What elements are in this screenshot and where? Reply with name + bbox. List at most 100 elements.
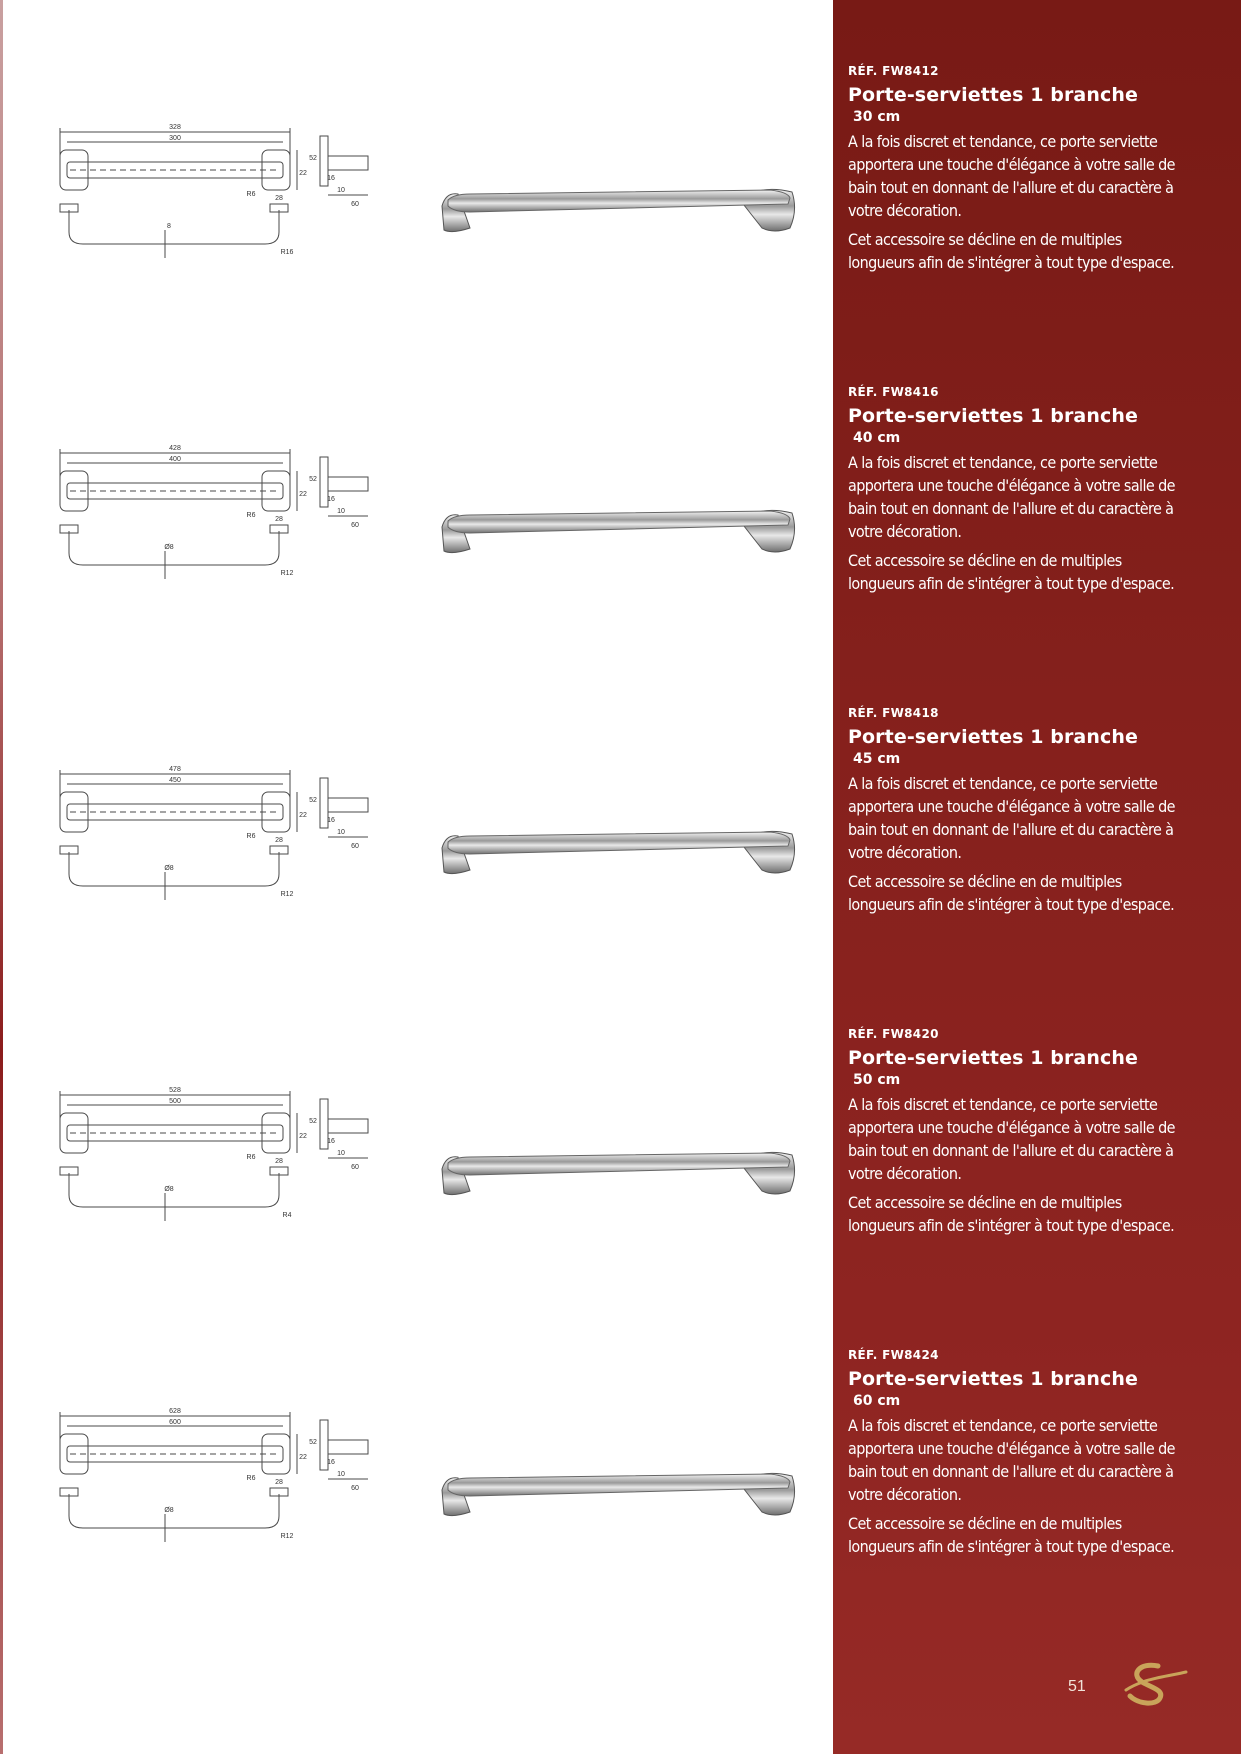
product-description-paragraph: A la fois discret et tendance, ce porte … — [848, 774, 1175, 862]
photo-bar — [447, 1152, 791, 1176]
dimension-label: 10 — [337, 508, 345, 515]
dimension-label: R12 — [281, 570, 294, 577]
post-left — [59, 845, 79, 855]
side-arm — [327, 155, 369, 171]
dimension-label: R4 — [283, 1212, 292, 1219]
photo-bar — [447, 189, 791, 213]
dimension-label: R12 — [281, 891, 294, 898]
post-left — [59, 1487, 79, 1497]
product-description-paragraph: A la fois discret et tendance, ce porte … — [848, 132, 1175, 220]
dimension-label: Ø8 — [164, 1186, 173, 1193]
post-left — [59, 1166, 79, 1176]
page-number: 51 — [1068, 1678, 1086, 1695]
dimension-label: 60 — [351, 1164, 359, 1171]
dimension-label: 52 — [309, 797, 317, 804]
red-sidebar — [833, 0, 1241, 1754]
bracket-left — [59, 149, 89, 191]
product-title: Porte-serviettes 1 branche — [848, 1368, 1138, 1390]
dimension-label: 52 — [309, 1118, 317, 1125]
dimension-label: 22 — [299, 1454, 307, 1461]
side-arm — [327, 1118, 369, 1134]
dimension-label: R12 — [281, 1533, 294, 1540]
post-right — [269, 845, 289, 855]
dimension-label: 500 — [169, 1098, 181, 1105]
product-reference: RÉF. FW8418 — [848, 706, 939, 720]
photo-bar — [447, 831, 791, 855]
towel-bar-top — [68, 1494, 280, 1529]
dimension-label: R6 — [247, 1475, 256, 1482]
product-size: 45 cm — [853, 751, 901, 767]
side-arm — [327, 797, 369, 813]
dimension-label: R6 — [247, 191, 256, 198]
dimension-label: 52 — [309, 1439, 317, 1446]
product-reference: RÉF. FW8416 — [848, 385, 939, 399]
dimension-label: 478 — [169, 766, 181, 773]
dimension-label: 60 — [351, 1485, 359, 1492]
dimension-label: 28 — [275, 1158, 283, 1165]
dimension-label: 60 — [351, 201, 359, 208]
dimension-label: 328 — [169, 124, 181, 131]
dimension-label: 16 — [327, 1138, 335, 1145]
dimension-label: 22 — [299, 491, 307, 498]
photo-bar — [447, 1473, 791, 1497]
product-description-paragraph: A la fois discret et tendance, ce porte … — [848, 1095, 1175, 1183]
dimension-label: 16 — [327, 817, 335, 824]
post-right — [269, 203, 289, 213]
post-left — [59, 203, 79, 213]
product-description-paragraph: A la fois discret et tendance, ce porte … — [848, 1416, 1175, 1504]
product-reference: RÉF. FW8420 — [848, 1027, 939, 1041]
photo-bar — [447, 510, 791, 534]
product-title: Porte-serviettes 1 branche — [848, 84, 1138, 106]
dimension-label: 10 — [337, 1471, 345, 1478]
dimension-label: 60 — [351, 843, 359, 850]
dimension-label: Ø8 — [164, 865, 173, 872]
product-title: Porte-serviettes 1 branche — [848, 405, 1138, 427]
dimension-label: 600 — [169, 1419, 181, 1426]
dimension-label: 52 — [309, 155, 317, 162]
dimension-label: 16 — [327, 1459, 335, 1466]
dimension-label: 400 — [169, 456, 181, 463]
product-reference: RÉF. FW8424 — [848, 1348, 939, 1362]
product-description-paragraph: Cet accessoire se décline en de multiple… — [848, 551, 1175, 593]
post-left — [59, 524, 79, 534]
dimension-label: Ø8 — [164, 544, 173, 551]
towel-bar-front — [66, 803, 284, 821]
bracket-left — [59, 1112, 89, 1154]
side-arm — [327, 1439, 369, 1455]
dimension-label: 28 — [275, 195, 283, 202]
dimension-label: 22 — [299, 170, 307, 177]
dimension-label: 428 — [169, 445, 181, 452]
towel-bar-front — [66, 482, 284, 500]
product-description-paragraph: Cet accessoire se décline en de multiple… — [848, 230, 1175, 272]
brand-logo-icon — [1124, 1662, 1188, 1706]
dimension-label: 22 — [299, 812, 307, 819]
dimension-label: 16 — [327, 496, 335, 503]
dimension-label: R6 — [247, 833, 256, 840]
product-reference: RÉF. FW8412 — [848, 64, 939, 78]
dimension-label: Ø8 — [164, 1507, 173, 1514]
towel-bar-front — [66, 1445, 284, 1463]
product-description-paragraph: Cet accessoire se décline en de multiple… — [848, 872, 1175, 914]
product-photo — [441, 509, 796, 554]
dimension-label: 528 — [169, 1087, 181, 1094]
dimension-label: 628 — [169, 1408, 181, 1415]
dimension-label: 22 — [299, 1133, 307, 1140]
dimension-label: R6 — [247, 1154, 256, 1161]
dimension-label: 10 — [337, 187, 345, 194]
dimension-label: 52 — [309, 476, 317, 483]
product-photo — [441, 1151, 796, 1196]
product-title: Porte-serviettes 1 branche — [848, 1047, 1138, 1069]
product-photo — [441, 1472, 796, 1517]
product-size: 30 cm — [853, 109, 901, 125]
